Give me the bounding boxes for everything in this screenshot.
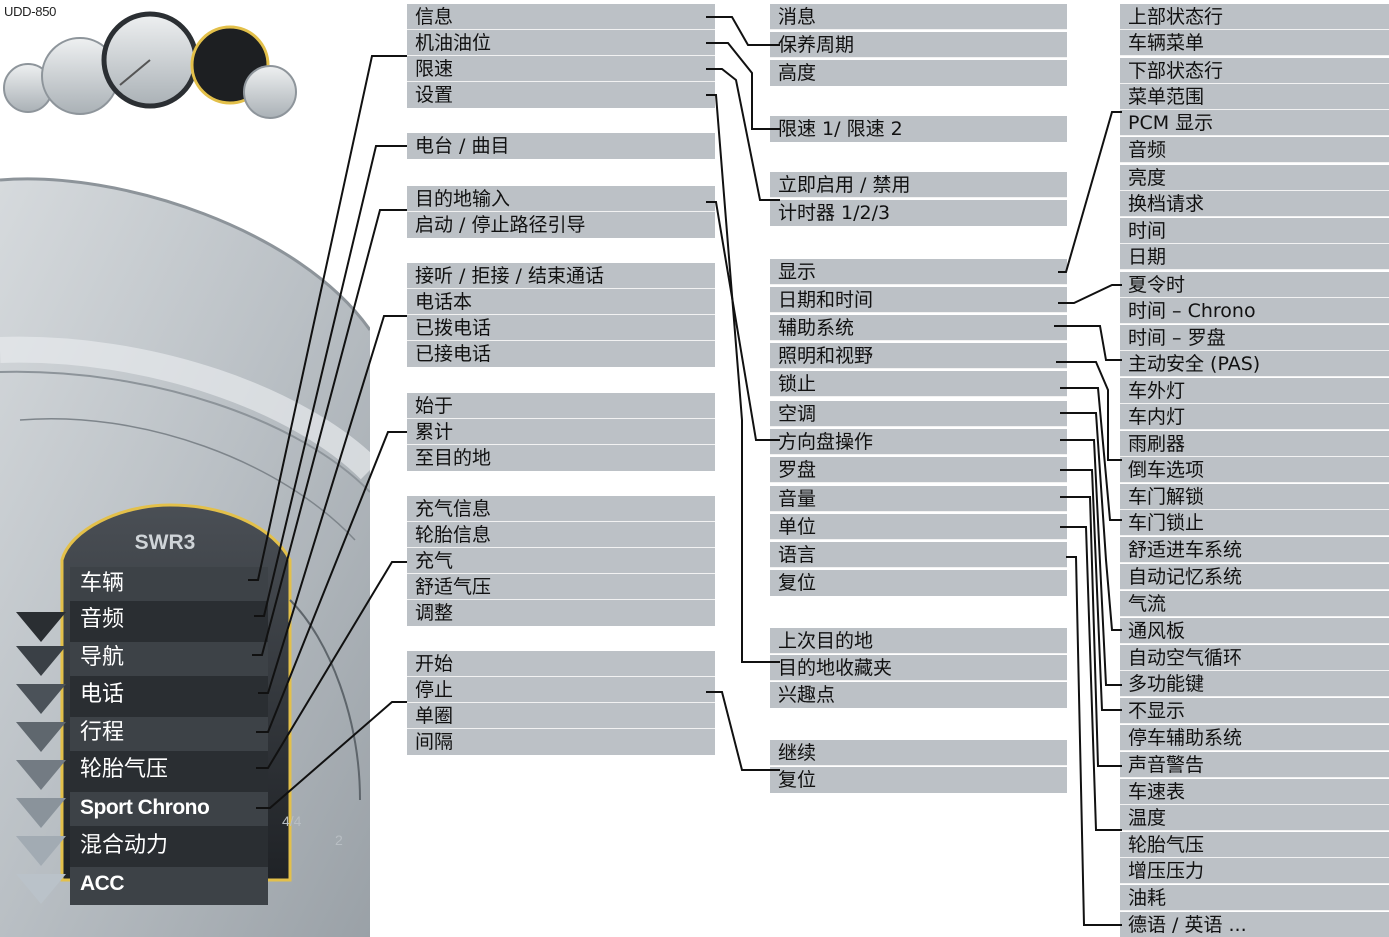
menu-row[interactable]: 锁止 <box>770 371 1067 397</box>
menu-row[interactable]: 时间 <box>1120 218 1389 244</box>
menu-row[interactable]: 空调 <box>770 401 1067 427</box>
menu-row[interactable]: 气流 <box>1120 591 1389 617</box>
menu-row[interactable]: 调整 <box>407 600 715 626</box>
menu-row[interactable]: 消息 <box>770 4 1067 30</box>
menu-row[interactable]: 轮胎气压 <box>1120 832 1389 858</box>
menu-row[interactable]: 已拨电话 <box>407 315 715 341</box>
menu-row[interactable]: 温度 <box>1120 805 1389 831</box>
menu-row[interactable]: 至目的地 <box>407 445 715 471</box>
menu-row[interactable]: 车外灯 <box>1120 378 1389 404</box>
menu-row[interactable]: 方向盘操作 <box>770 429 1067 455</box>
menu-row[interactable]: 单圈 <box>407 703 715 729</box>
menu-row[interactable]: 充气 <box>407 548 715 574</box>
menu-row[interactable]: 车辆菜单 <box>1120 30 1389 56</box>
menu-row[interactable]: 显示 <box>770 259 1067 285</box>
dashboard-item-trip[interactable]: 行程 <box>80 720 125 745</box>
menu-row[interactable]: 目的地收藏夹 <box>770 655 1067 681</box>
menu-row[interactable]: 车门解锁 <box>1120 484 1389 510</box>
menu-row[interactable]: 自动空气循环 <box>1120 645 1389 671</box>
menu-row[interactable]: 换档请求 <box>1120 191 1389 217</box>
menu-row[interactable]: 保养周期 <box>770 32 1067 58</box>
dashboard-item-acc[interactable]: ACC <box>80 872 125 895</box>
menu-row[interactable]: 舒适进车系统 <box>1120 537 1389 563</box>
dashboard-item-tire-pressure[interactable]: 轮胎气压 <box>80 757 169 782</box>
menu-row[interactable]: 菜单范围 <box>1120 84 1389 110</box>
menu-row[interactable]: 间隔 <box>407 729 715 755</box>
menu-row[interactable]: 上部状态行 <box>1120 4 1389 30</box>
menu-row[interactable]: 单位 <box>770 514 1067 540</box>
menu-row[interactable]: 多功能键 <box>1120 671 1389 697</box>
menu-row[interactable]: 时间 – 罗盘 <box>1120 325 1389 351</box>
menu-row[interactable]: 不显示 <box>1120 698 1389 724</box>
menu-row[interactable]: 德语 / 英语 ... <box>1120 912 1389 937</box>
menu-row[interactable]: 车速表 <box>1120 779 1389 805</box>
menu-row[interactable]: 增压压力 <box>1120 858 1389 884</box>
menu-row[interactable]: 电话本 <box>407 289 715 315</box>
dashboard-item-audio[interactable]: 音频 <box>80 607 125 632</box>
menu-row[interactable]: 启动 / 停止路径引导 <box>407 212 715 238</box>
menu-row[interactable]: 复位 <box>770 767 1067 793</box>
menu-row[interactable]: 音量 <box>770 486 1067 512</box>
svg-text:2: 2 <box>335 832 343 848</box>
menu-row[interactable]: 时间 – Chrono <box>1120 298 1389 324</box>
arrow-column <box>16 612 66 904</box>
menu-row[interactable]: 舒适气压 <box>407 574 715 600</box>
menu-row[interactable]: 限速 <box>407 56 715 82</box>
svg-text:4/4: 4/4 <box>282 813 302 829</box>
menu-row[interactable]: 停止 <box>407 677 715 703</box>
menu-row[interactable]: 立即启用 / 禁用 <box>770 172 1067 198</box>
menu-row[interactable]: 高度 <box>770 60 1067 86</box>
menu-row[interactable]: 上次目的地 <box>770 628 1067 654</box>
menu-row[interactable]: 雨刷器 <box>1120 431 1389 457</box>
menu-row[interactable]: 夏令时 <box>1120 272 1389 298</box>
menu-row[interactable]: 日期和时间 <box>770 287 1067 313</box>
menu-row[interactable]: 轮胎信息 <box>407 522 715 548</box>
menu-row[interactable]: 接听 / 拒接 / 结束通话 <box>407 263 715 289</box>
menu-row[interactable]: 主动安全 (PAS) <box>1120 351 1389 377</box>
menu-row[interactable]: 信息 <box>407 4 715 30</box>
menu-row[interactable]: 计时器 1/2/3 <box>770 200 1067 226</box>
menu-row[interactable]: 继续 <box>770 740 1067 766</box>
menu-row[interactable]: 日期 <box>1120 244 1389 270</box>
menu-row[interactable]: 车门锁止 <box>1120 510 1389 536</box>
menu-row[interactable]: 亮度 <box>1120 165 1389 191</box>
menu-row[interactable]: 罗盘 <box>770 457 1067 483</box>
menu-row[interactable]: 目的地输入 <box>407 186 715 212</box>
menu-row[interactable]: 倒车选项 <box>1120 457 1389 483</box>
radio-station-label: SWR3 <box>134 531 196 554</box>
menu-row[interactable]: 停车辅助系统 <box>1120 725 1389 751</box>
dashboard-item-sport-chrono[interactable]: Sport Chrono <box>80 796 210 819</box>
menu-row[interactable]: 辅助系统 <box>770 315 1067 341</box>
menu-row[interactable]: 语言 <box>770 542 1067 568</box>
menu-row[interactable]: 通风板 <box>1120 618 1389 644</box>
menu-row[interactable]: 累计 <box>407 419 715 445</box>
menu-row[interactable]: 开始 <box>407 651 715 677</box>
menu-row[interactable]: 电台 / 曲目 <box>407 133 715 159</box>
menu-row[interactable]: 下部状态行 <box>1120 58 1389 84</box>
menu-row[interactable]: 复位 <box>770 570 1067 596</box>
dashboard-item-hybrid[interactable]: 混合动力 <box>80 833 169 858</box>
menu-row[interactable]: 已接电话 <box>407 341 715 367</box>
menu-row[interactable]: 音频 <box>1120 137 1389 163</box>
menu-row[interactable]: PCM 显示 <box>1120 110 1389 136</box>
menu-row[interactable]: 始于 <box>407 393 715 419</box>
dashboard-item-vehicle[interactable]: 车辆 <box>80 571 125 596</box>
menu-row[interactable]: 兴趣点 <box>770 682 1067 708</box>
menu-row[interactable]: 油耗 <box>1120 885 1389 911</box>
cluster-thumbnail <box>3 11 297 119</box>
menu-row[interactable]: 车内灯 <box>1120 404 1389 430</box>
menu-row[interactable]: 照明和视野 <box>770 343 1067 369</box>
figure-code: UDD-850 <box>4 4 57 19</box>
menu-row[interactable]: 机油油位 <box>407 30 715 56</box>
menu-row[interactable]: 设置 <box>407 82 715 108</box>
menu-row[interactable]: 自动记忆系统 <box>1120 564 1389 590</box>
menu-row[interactable]: 声音警告 <box>1120 752 1389 778</box>
dashboard-item-navigation[interactable]: 导航 <box>80 645 125 670</box>
dashboard-item-phone[interactable]: 电话 <box>80 682 125 707</box>
menu-row[interactable]: 限速 1/ 限速 2 <box>770 116 1067 142</box>
menu-row[interactable]: 充气信息 <box>407 496 715 522</box>
